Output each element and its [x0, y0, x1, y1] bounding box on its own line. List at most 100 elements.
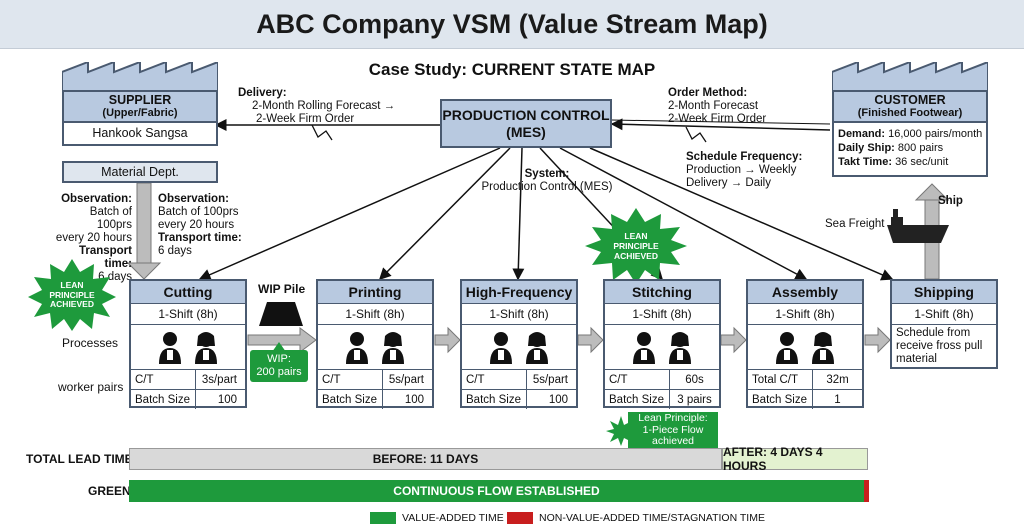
observation-right: Observation: Batch of 100prs every 20 ho…: [158, 193, 242, 257]
process-name: Shipping: [892, 281, 996, 304]
process-name: Printing: [318, 281, 432, 304]
supplier-flow-head: [126, 262, 162, 280]
lead-time-before-bar: BEFORE: 11 DAYS: [129, 448, 722, 470]
pc-to-hf: [512, 147, 525, 281]
non-value-added-segment: [864, 480, 869, 502]
supplier-sub: (Upper/Fabric): [102, 107, 178, 119]
starburst-icon: [28, 259, 116, 331]
lean-badge-left: LEAN PRINCIPLE ACHIEVED: [28, 259, 116, 331]
push-arrow-5: [864, 326, 891, 354]
push-arrow-4: [720, 326, 747, 354]
supplier-factory-roof: [62, 62, 218, 92]
lead-time-after-bar: AFTER: 4 DAYS 4 HOURS: [722, 445, 868, 473]
production-control-box: PRODUCTION CONTROL (MES): [440, 99, 612, 148]
operator-icons: [462, 325, 576, 370]
material-dept-box: Material Dept.: [62, 161, 218, 183]
operator-male-icon: [346, 332, 368, 364]
push-arrow-1: [247, 327, 317, 353]
operator-icons: [318, 325, 432, 370]
wip-pile-label: WIP Pile: [258, 282, 306, 296]
pc-to-printing: [378, 147, 511, 281]
pc-to-shipping: [589, 147, 894, 281]
supplier-company: Hankook Sangsa: [92, 126, 188, 140]
process-name: Cutting: [131, 281, 245, 304]
electronic-flag-right: [685, 126, 707, 143]
continuous-flow-bar: CONTINUOUS FLOW ESTABLISHED: [129, 480, 864, 502]
inventory-pile-icon: [259, 302, 303, 326]
process-shift: 1-Shift (8h): [605, 304, 719, 325]
lean-badge-stitching: LEAN PRINCIPLE ACHIEVED: [585, 208, 687, 284]
delivery-info: Delivery: 2-Month Rolling Forecast → 2-W…: [238, 87, 396, 125]
legend-non-value-added-swatch: [507, 512, 533, 524]
process-shift: 1-Shift (8h): [748, 304, 862, 325]
page-title: ABC Company VSM (Value Stream Map): [0, 0, 1024, 49]
process-box-shipping: Shipping 1-Shift (8h) Schedule from rece…: [890, 279, 998, 369]
operator-icons: [748, 325, 862, 370]
processes-row-label: Processes: [62, 336, 119, 350]
process-name: High-Frequency: [462, 281, 576, 304]
operator-female-icon: [382, 332, 404, 364]
total-lead-time-label: TOTAL LEAD TIME: [26, 452, 133, 466]
operator-male-icon: [633, 332, 655, 364]
supplier-box: SUPPLIER (Upper/Fabric) Hankook Sangsa: [62, 90, 218, 146]
customer-name: CUSTOMER: [874, 93, 946, 107]
system-info: System: Production Control (MES): [481, 168, 613, 193]
ship-label: Ship: [938, 195, 963, 207]
legend-non-value-added-label: NON-VALUE-ADDED TIME/STAGNATION TIME: [539, 512, 765, 524]
process-shift: 1-Shift (8h): [318, 304, 432, 325]
process-shift: 1-Shift (8h): [892, 304, 996, 325]
supplier-flow-shaft: [136, 182, 152, 266]
green-label: GREEN: [88, 484, 131, 498]
process-shift: 1-Shift (8h): [131, 304, 245, 325]
starburst-icon: [585, 208, 687, 284]
subtitle: Case Study: CURRENT STATE MAP: [368, 60, 656, 79]
wip-badge-pointer: [272, 342, 286, 352]
sea-freight-label: Sea Freight: [825, 218, 885, 230]
legend-value-added-swatch: [370, 512, 396, 524]
lean-note: Lean Principle: 1-Piece Flow achieved: [606, 412, 718, 448]
push-arrow-2: [434, 326, 461, 354]
worker-pairs-row-label: worker pairs: [58, 380, 124, 394]
legend-value-added-label: VALUE-ADDED TIME: [402, 512, 504, 524]
pc-to-assembly: [559, 147, 808, 280]
operator-female-icon: [526, 332, 548, 364]
operator-male-icon: [490, 332, 512, 364]
ship-icon: [887, 209, 949, 243]
ship-flow-head: [914, 183, 950, 201]
supplier-name: SUPPLIER: [108, 93, 172, 107]
operator-male-icon: [776, 332, 798, 364]
customer-to-pc-line: [610, 118, 831, 131]
process-shift: 1-Shift (8h): [462, 304, 576, 325]
process-name: Stitching: [605, 281, 719, 304]
order-method-info: Order Method: 2-Month Forecast 2-Week Fi…: [668, 87, 767, 125]
process-name: Assembly: [748, 281, 862, 304]
pc-customer-line: [611, 119, 831, 125]
operator-female-icon: [812, 332, 834, 364]
schedule-frequency-info: Schedule Frequency: Production → Weekly …: [686, 151, 803, 189]
operator-icons: [605, 325, 719, 370]
push-arrow-3: [577, 326, 604, 354]
shipping-note: Schedule from receive fross pull materia…: [896, 327, 983, 365]
electronic-flag-left: [311, 124, 333, 141]
customer-sub: (Finished Footwear): [857, 107, 963, 119]
customer-demand: Demand: 16,000 pairs/month Daily Ship: 8…: [838, 128, 983, 168]
pc-to-cutting: [198, 147, 501, 281]
operator-female-icon: [195, 332, 217, 364]
customer-factory-roof: [832, 62, 988, 92]
operator-male-icon: [159, 332, 181, 364]
